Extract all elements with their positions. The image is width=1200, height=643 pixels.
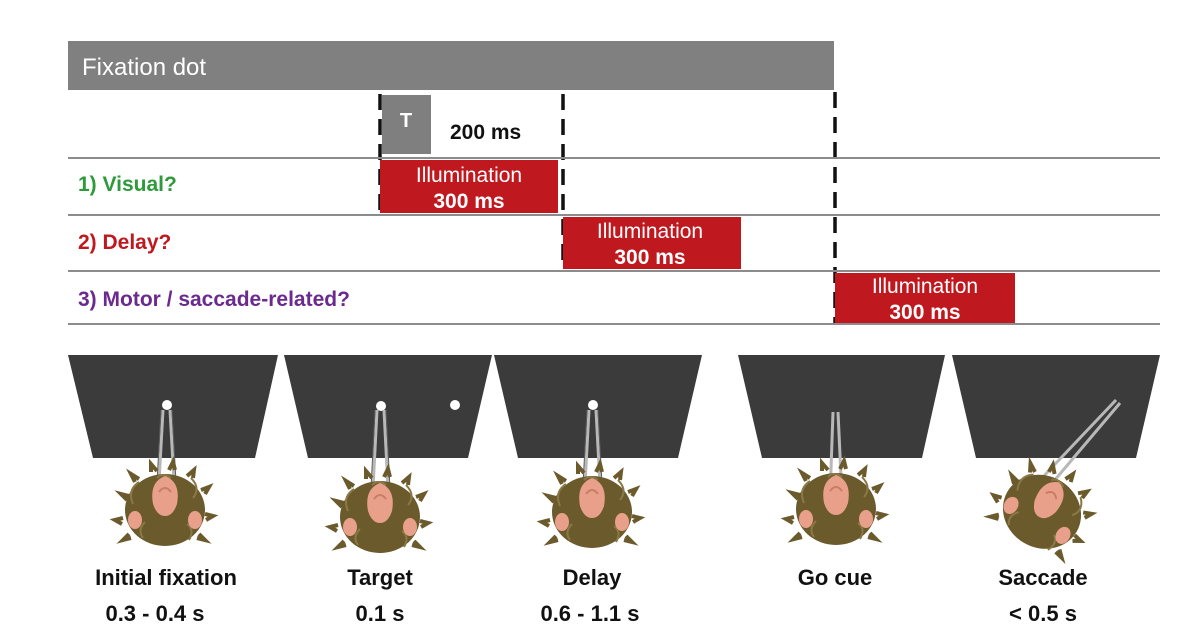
epoch-duration: 0.1 s — [356, 601, 405, 626]
screen-delay — [494, 355, 702, 458]
screen-saccade — [952, 355, 1160, 458]
target-box — [382, 95, 431, 154]
monkey-head-icon — [540, 462, 642, 550]
monkey-head-icon — [978, 443, 1110, 569]
epoch-name: Delay — [563, 565, 622, 590]
epoch-name: Go cue — [798, 565, 873, 590]
illumination-word: Illumination — [597, 220, 703, 243]
screen-target — [284, 355, 492, 458]
fixation-dot-bar — [68, 41, 834, 90]
screen-go-cue — [738, 355, 945, 458]
target-letter: T — [400, 110, 412, 132]
epoch-duration: 0.3 - 0.4 s — [105, 601, 204, 626]
monkey-head-icon — [328, 467, 430, 555]
epoch-label-go-cue: Go cue — [798, 565, 873, 590]
epoch-label-initial-fixation: Initial fixation 0.3 - 0.4 s — [95, 565, 237, 626]
epoch-name: Saccade — [998, 565, 1087, 590]
illumination-duration: 300 ms — [433, 190, 504, 213]
epoch-duration: < 0.5 s — [1009, 601, 1077, 626]
target-duration: 200 ms — [450, 121, 521, 144]
epoch-name: Initial fixation — [95, 565, 237, 590]
fixation-dot — [376, 401, 386, 411]
illumination-block-delay: Illumination 300 ms — [563, 217, 741, 269]
monkey-head-icon — [113, 460, 215, 548]
illumination-block-motor: Illumination 300 ms — [835, 273, 1015, 324]
epoch-duration: 0.6 - 1.1 s — [540, 601, 639, 626]
fixation-dot-label: Fixation dot — [82, 54, 206, 81]
epoch-label-target: Target 0.1 s — [347, 565, 413, 626]
epoch-label-delay: Delay 0.6 - 1.1 s — [540, 565, 639, 626]
monkey-head-icon — [784, 459, 886, 547]
epoch-name: Target — [347, 565, 413, 590]
target-dot — [450, 400, 460, 410]
row-label-delay: 2) Delay? — [78, 231, 171, 254]
illumination-word: Illumination — [872, 275, 978, 298]
fixation-dot — [588, 400, 598, 410]
illumination-duration: 300 ms — [889, 301, 960, 324]
illumination-duration: 300 ms — [614, 246, 685, 269]
fixation-dot — [162, 400, 172, 410]
screen-initial-fixation — [68, 355, 278, 458]
row-label-visual: 1) Visual? — [78, 173, 177, 196]
illumination-word: Illumination — [416, 164, 522, 187]
epoch-label-saccade: Saccade < 0.5 s — [998, 565, 1087, 626]
row-label-motor: 3) Motor / saccade-related? — [78, 288, 350, 311]
illumination-block-visual: Illumination 300 ms — [380, 160, 558, 213]
